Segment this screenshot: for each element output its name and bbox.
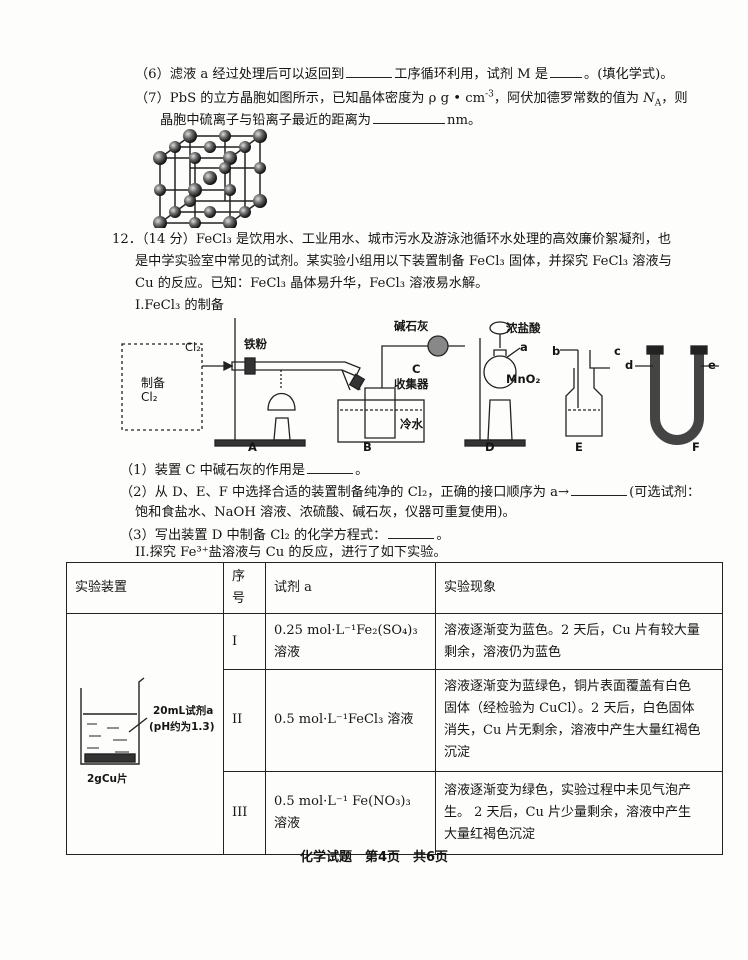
row-phenomenon: 溶液逐渐变为蓝绿色，铜片表面覆盖有白色固体（经检验为 CuCl）。2 天后，白色… xyxy=(435,669,723,772)
q6-text-3: 。(填化学式)。 xyxy=(584,67,674,82)
row-number: III xyxy=(223,770,266,856)
apparatus-cell: 20mL试剂a (pH约为1.3) 2gCu片 xyxy=(66,613,224,855)
apparatus-label-B: B xyxy=(363,440,372,454)
page-footer: 化学试题 第4页 共6页 xyxy=(299,850,449,865)
soda-lime-label: 碱石灰 xyxy=(394,319,429,333)
sub1-text: （1）装置 C 中碱石灰的作用是 xyxy=(120,463,306,478)
sub-question-2: （2）从 D、E、F 中选择合适的装置制备纯净的 Cl₂，正确的接口顺序为 a→… xyxy=(120,482,700,502)
q12-intro-line3: Cu 的反应。已知：FeCl₃ 晶体易升华，FeCl₃ 溶液易水解。 xyxy=(135,276,489,291)
port-b-label: b xyxy=(552,344,561,358)
header-reagent: 试剂 a xyxy=(265,562,436,614)
mno2-label: MnO₂ xyxy=(506,372,541,386)
table-header-row: 实验装置 序号 试剂 a 实验现象 xyxy=(66,562,723,614)
table-row: 20mL试剂a (pH约为1.3) 2gCu片 I 0.25 mol·L⁻¹Fe… xyxy=(66,612,723,855)
answer-blank[interactable] xyxy=(550,64,583,78)
header-no: 序号 xyxy=(223,562,266,614)
q7-text-5: nm。 xyxy=(447,113,482,128)
q7-text-1: （7）PbS 的立方晶胞如图所示，已知晶体密度为 ρ g • cm xyxy=(135,91,486,106)
header-phenomenon: 实验现象 xyxy=(435,562,723,614)
collector-label: 收集器 xyxy=(394,377,429,391)
q7-text-3: ，则 xyxy=(661,91,688,106)
sub-question-3: （3）写出装置 D 中制备 Cl₂ 的化学方程式： 。 xyxy=(120,525,450,545)
apparatus-figure xyxy=(121,318,719,447)
row-phenomenon: 溶液逐渐变为蓝色。2 天后，Cu 片有较大量剩余，溶液仍为蓝色 xyxy=(435,612,723,671)
answer-blank[interactable] xyxy=(571,482,628,496)
sub3-text: （3）写出装置 D 中制备 Cl₂ 的化学方程式： xyxy=(120,528,387,543)
q6-text-2: 工序循环利用，试剂 M 是 xyxy=(394,67,549,82)
answer-blank[interactable] xyxy=(373,110,445,124)
phenomenon-line: 大量红褐色沉淀 xyxy=(444,826,536,842)
row-reagent: 0.5 mol·L⁻¹FeCl₃ 溶液 xyxy=(265,669,436,772)
q7-na-sub: A xyxy=(654,98,662,109)
row-reagent: 0.5 mol·L⁻¹ Fe(NO₃)₃ 溶液 xyxy=(265,770,436,856)
experiment-table: 实验装置 序号 试剂 a 实验现象 20mL试剂a (pH约为1.3) 2gCu… xyxy=(66,562,723,856)
phenomenon-line: 溶液逐渐变为蓝绿色，铜片表面覆盖有白色 xyxy=(444,679,692,695)
answer-blank[interactable] xyxy=(307,460,354,474)
answer-blank[interactable] xyxy=(388,525,435,539)
box-label-2: Cl₂ xyxy=(141,390,158,404)
table-row: III 0.5 mol·L⁻¹ Fe(NO₃)₃ 溶液 溶液逐渐变为绿色，实验过… xyxy=(67,770,723,856)
q7-text-2: ，阿伏加德罗常数的值为 xyxy=(493,91,644,106)
q6-text-1: （6）滤液 a 经过处理后可以返回到 xyxy=(135,67,345,82)
question-7-line1: （7）PbS 的立方晶胞如图所示，已知晶体密度为 ρ g • cm-3，阿伏加德… xyxy=(135,89,688,108)
question-6: （6）滤液 a 经过处理后可以返回到 工序循环利用，试剂 M 是 。(填化学式)。 xyxy=(135,64,673,84)
phenomenon-line: 生。 2 天后，Cu 片少量剩余，溶液中产生 xyxy=(444,804,691,820)
apparatus-label-A: A xyxy=(248,440,257,454)
beaker-label-ph: (pH约为1.3) xyxy=(149,721,215,733)
iron-label: 铁粉 xyxy=(244,337,267,351)
sub3-end: 。 xyxy=(436,528,450,543)
phenomenon-line: 固体（经检验为 CuCl）。2 天后，白色固体 xyxy=(444,701,695,717)
phenomenon-line: 溶液逐渐变为蓝色。2 天后，Cu 片有较大量 xyxy=(444,622,700,638)
table-row: II 0.5 mol·L⁻¹FeCl₃ 溶液 溶液逐渐变为蓝绿色，铜片表面覆盖有… xyxy=(67,669,723,772)
row-reagent: 0.25 mol·L⁻¹Fe₂(SO₄)₃ 溶液 xyxy=(265,612,436,671)
phenomenon-line: 剩余，溶液仍为蓝色 xyxy=(444,644,562,660)
phenomenon-line: 沉淀 xyxy=(444,745,471,761)
sub-question-1: （1）装置 C 中碱石灰的作用是 。 xyxy=(120,460,368,480)
beaker-label-cu: 2gCu片 xyxy=(87,773,128,785)
sub2-text-2: (可选试剂： xyxy=(629,485,701,500)
port-a-label: a xyxy=(520,340,528,354)
q7-na: N xyxy=(643,91,655,106)
phenomenon-line: 消失，Cu 片无剩余，溶液中产生大量红褐色 xyxy=(444,723,701,739)
row-phenomenon: 溶液逐渐变为绿色，实验过程中未见气泡产生。 2 天后，Cu 片少量剩余，溶液中产… xyxy=(435,770,723,856)
apparatus-label-E: E xyxy=(575,440,583,454)
q12-intro-line2: 是中学实验室中常见的试剂。某实验小组用以下装置制备 FeCl₃ 固体，并探究 F… xyxy=(135,254,672,269)
label-C: C xyxy=(412,362,421,376)
box-label-1: 制备 xyxy=(141,376,166,390)
phenomenon-line: 溶液逐渐变为绿色，实验过程中未见气泡产 xyxy=(444,782,692,798)
port-c-label: c xyxy=(614,344,621,358)
beaker-figure xyxy=(80,677,148,765)
pbs-crystal-cell-figure xyxy=(153,129,267,228)
port-e-label: e xyxy=(708,358,716,372)
conc-hcl-label: 浓盐酸 xyxy=(506,321,541,335)
apparatus-label-F: F xyxy=(692,440,700,454)
sub2-text: （2）从 D、E、F 中选择合适的装置制备纯净的 Cl₂，正确的接口顺序为 a→ xyxy=(120,485,570,500)
answer-blank[interactable] xyxy=(346,64,393,78)
apparatus-label-D: D xyxy=(485,440,495,454)
cl2-label: Cl₂ xyxy=(185,340,201,354)
q7-sup: -3 xyxy=(485,89,494,100)
sub-question-2-line2: 饱和食盐水、NaOH 溶液、浓硫酸、碱石灰，仪器可重复使用)。 xyxy=(135,505,516,520)
section-1-title: I.FeCl₃ 的制备 xyxy=(135,298,224,313)
cold-water-label: 冷水 xyxy=(400,417,423,431)
beaker-label-volume: 20mL试剂a xyxy=(153,705,214,717)
q12-intro-line1: 12．（14 分）FeCl₃ 是饮用水、工业用水、城市污水及游泳池循环水处理的高… xyxy=(112,232,672,247)
header-apparatus: 实验装置 xyxy=(66,562,224,614)
sub1-end: 。 xyxy=(355,463,369,478)
question-7-line2: 晶胞中硫离子与铅离子最近的距离为 nm。 xyxy=(160,110,481,130)
port-d-label: d xyxy=(625,358,634,372)
section-2-title: II.探究 Fe³⁺盐溶液与 Cu 的反应，进行了如下实验。 xyxy=(135,545,447,560)
q7-text-4: 晶胞中硫离子与铅离子最近的距离为 xyxy=(160,113,371,128)
row-number: II xyxy=(223,669,266,772)
row-number: I xyxy=(223,612,266,671)
